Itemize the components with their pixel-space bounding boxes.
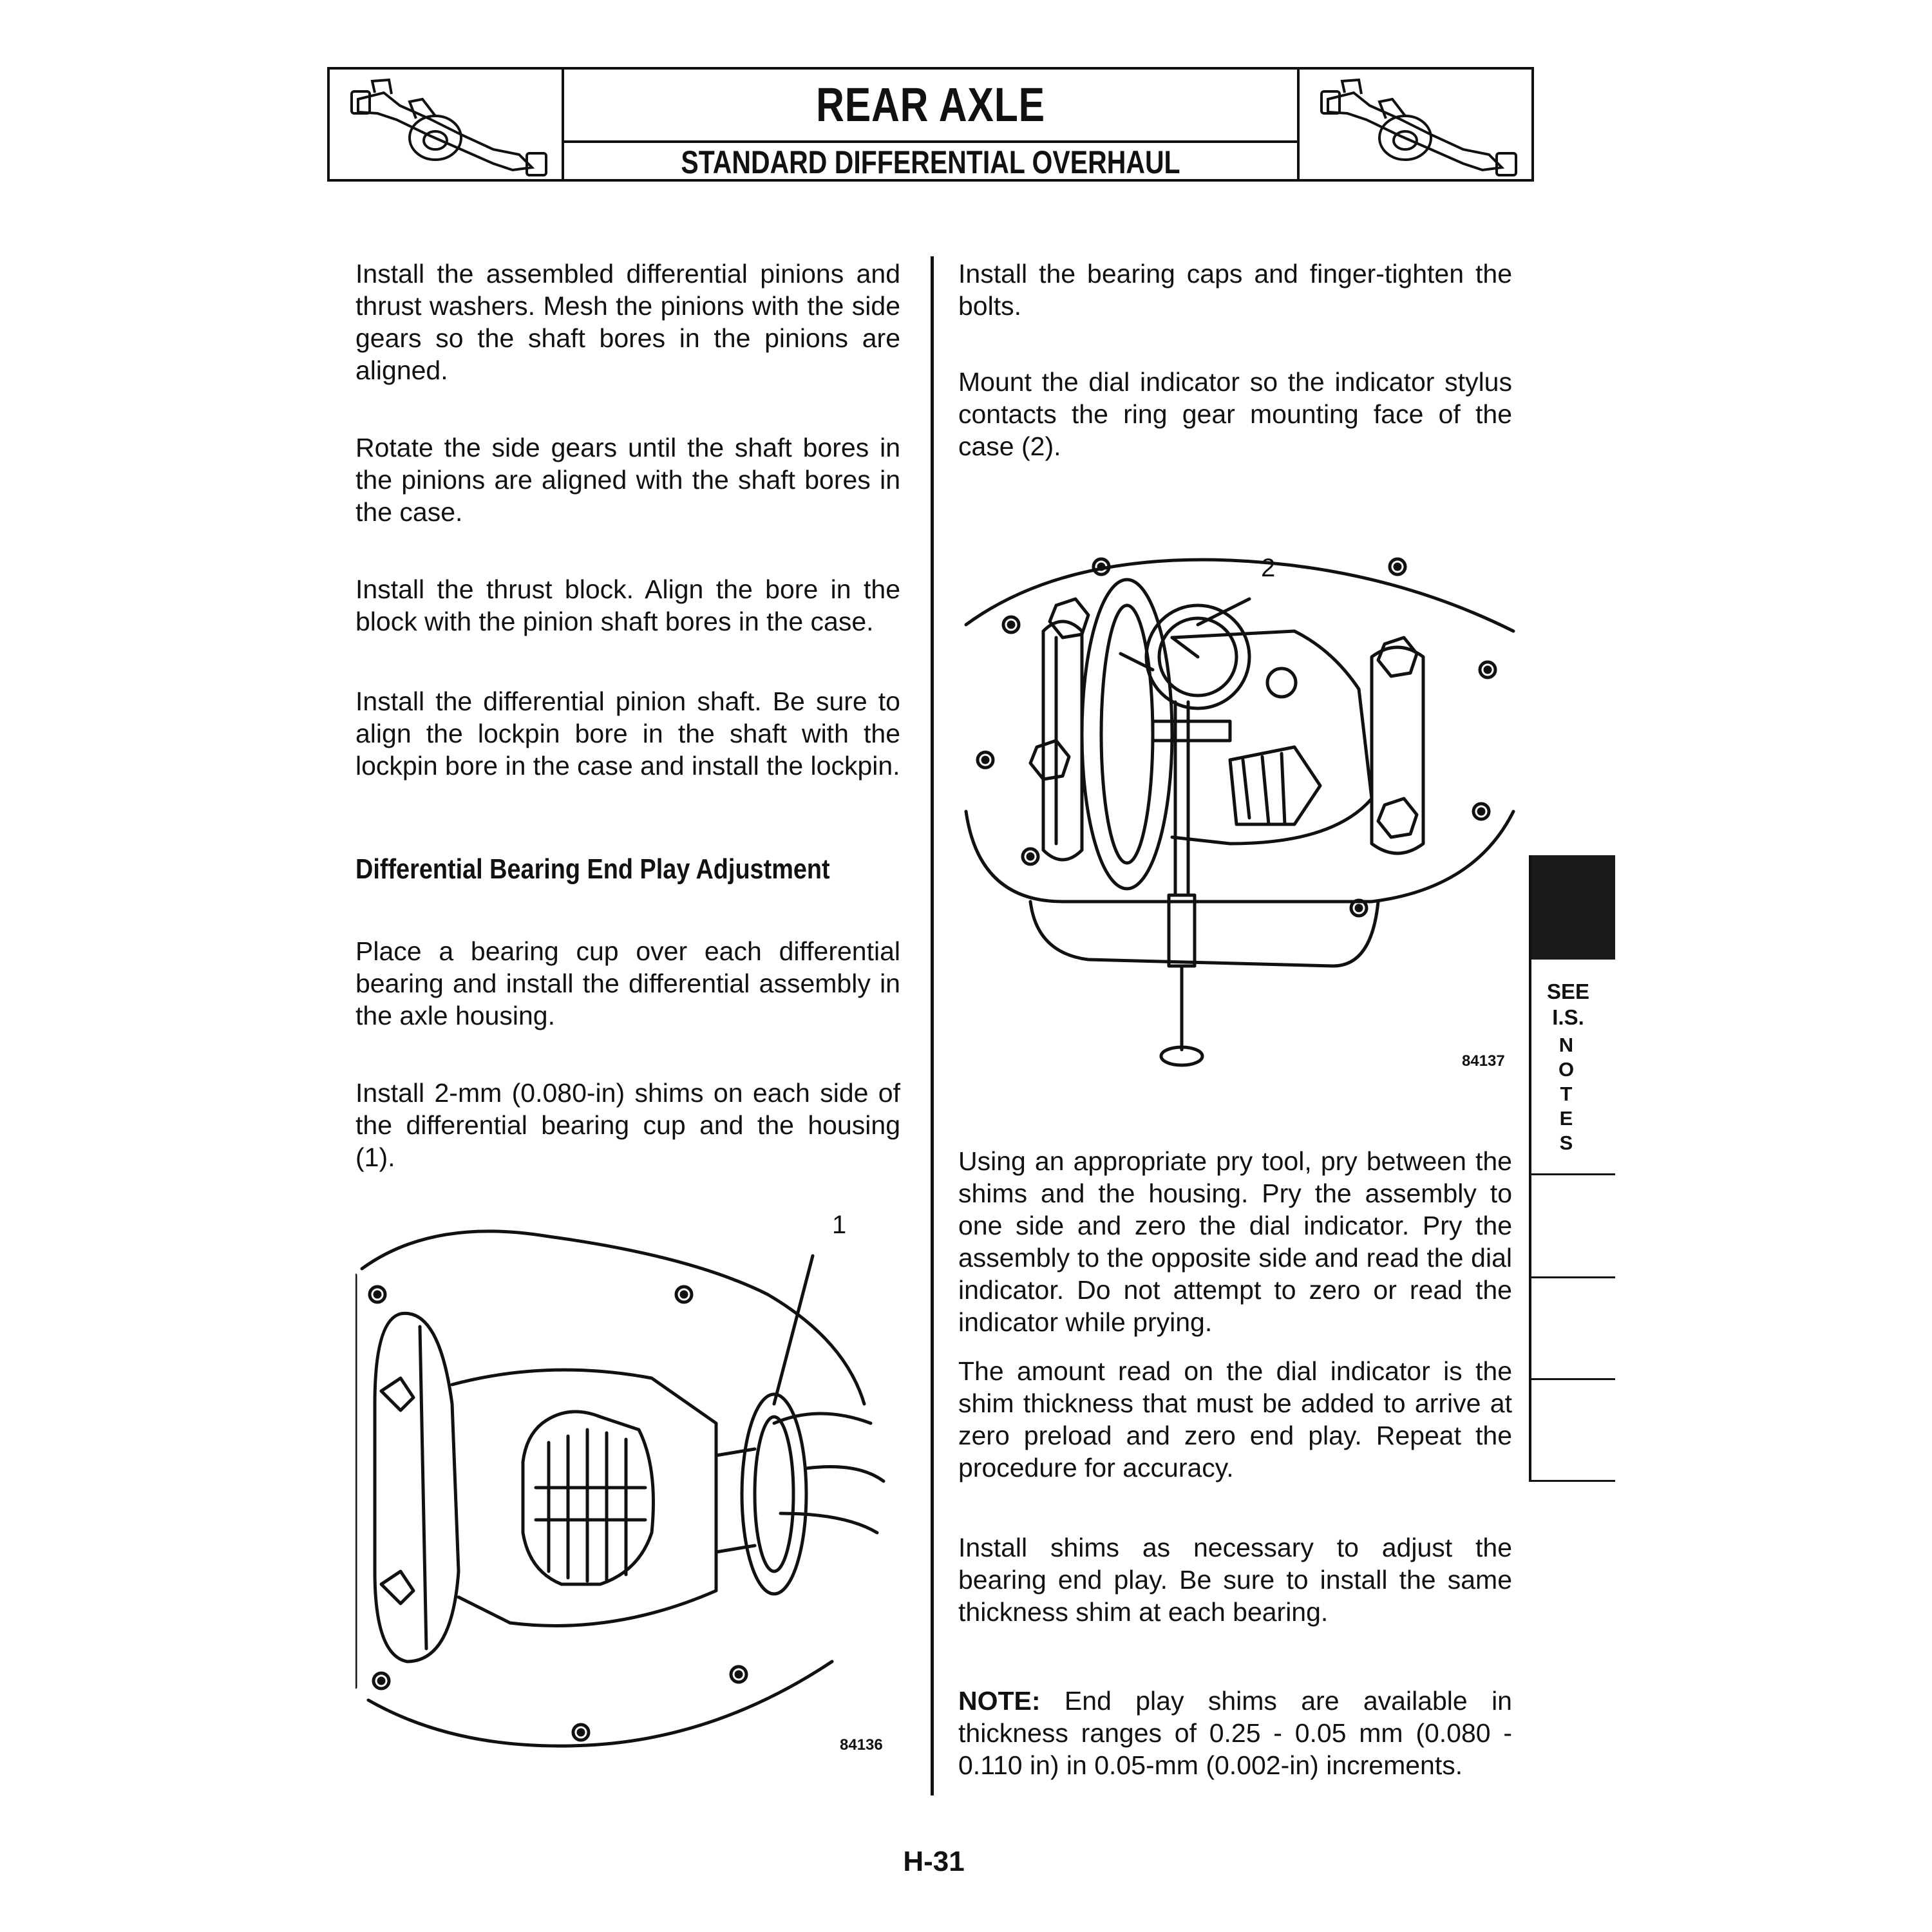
header-divider — [562, 140, 1300, 143]
side-tab-rule — [1529, 855, 1531, 1480]
rear-axle-illustration-icon — [1320, 78, 1517, 176]
section-heading: Differential Bearing End Play Adjustment — [355, 853, 830, 885]
note-paragraph: NOTE: End play shims are available in th… — [958, 1685, 1512, 1781]
column-divider — [931, 256, 934, 1795]
right-paragraph-2: Mount the dial indicator so the indicato… — [958, 367, 1512, 461]
figure-callout-1: 1 — [832, 1211, 847, 1239]
left-paragraph-3: Install the thrust block. Align the bore… — [355, 574, 900, 636]
notes-letter: E — [1559, 1107, 1573, 1130]
notes-letter: N — [1558, 1034, 1574, 1056]
notes-letter: S — [1559, 1132, 1573, 1154]
header-left-illustration — [330, 70, 564, 179]
differential-shim-illustration — [354, 1229, 886, 1748]
note-text: End play shims are available in thicknes… — [958, 1686, 1512, 1780]
dial-indicator-illustration — [964, 557, 1515, 1067]
left-paragraph-1: Install the assembled differential pinio… — [355, 259, 900, 385]
page-title: REAR AXLE — [816, 78, 1045, 131]
right-paragraph-5: Install shims as necessary to adjust the… — [958, 1533, 1512, 1627]
page-number: H-31 — [903, 1846, 965, 1877]
notes-letter: O — [1558, 1058, 1575, 1081]
figure-dial-indicator: 2 84137 — [960, 541, 1520, 1075]
side-tab-notes: N O T E S — [1553, 1033, 1579, 1155]
side-tab-divider — [1529, 1378, 1615, 1380]
rear-axle-illustration-icon — [350, 78, 547, 176]
left-paragraph-6: Install 2-mm (0.080-in) shims on each si… — [355, 1078, 900, 1172]
header-right-illustration — [1297, 70, 1531, 179]
left-paragraph-4: Install the differential pinion shaft. B… — [355, 687, 900, 781]
left-paragraph-2: Rotate the side gears until the shaft bo… — [355, 433, 900, 527]
section-tab-marker — [1531, 855, 1615, 960]
side-tab-see-label: SEE — [1546, 980, 1590, 1003]
right-paragraph-4: The amount read on the dial indicator is… — [958, 1356, 1512, 1482]
right-paragraph-1: Install the bearing caps and finger-tigh… — [958, 259, 1512, 321]
page-header: REAR AXLE STANDARD DIFFERENTIAL OVERHAUL — [327, 67, 1534, 182]
notes-letter: T — [1560, 1083, 1573, 1105]
figure-number: 84137 — [1462, 1052, 1505, 1070]
side-tab-divider — [1529, 1276, 1615, 1278]
side-tab-is-label: I.S. — [1552, 1005, 1584, 1029]
side-tab-divider — [1529, 1173, 1615, 1175]
header-title-area: REAR AXLE STANDARD DIFFERENTIAL OVERHAUL — [562, 70, 1300, 180]
side-tab-see: SEE I.S. — [1539, 979, 1597, 1030]
right-paragraph-3: Using an appropriate pry tool, pry betwe… — [958, 1146, 1512, 1337]
figure-number: 84136 — [840, 1736, 883, 1754]
page-subtitle: STANDARD DIFFERENTIAL OVERHAUL — [681, 144, 1180, 180]
figure-shim-installation: 1 84136 — [354, 1211, 909, 1765]
note-label: NOTE: — [958, 1686, 1041, 1716]
side-tab-divider — [1529, 1480, 1615, 1482]
figure-callout-2: 2 — [1261, 554, 1276, 582]
left-paragraph-5: Place a bearing cup over each differenti… — [355, 936, 900, 1030]
